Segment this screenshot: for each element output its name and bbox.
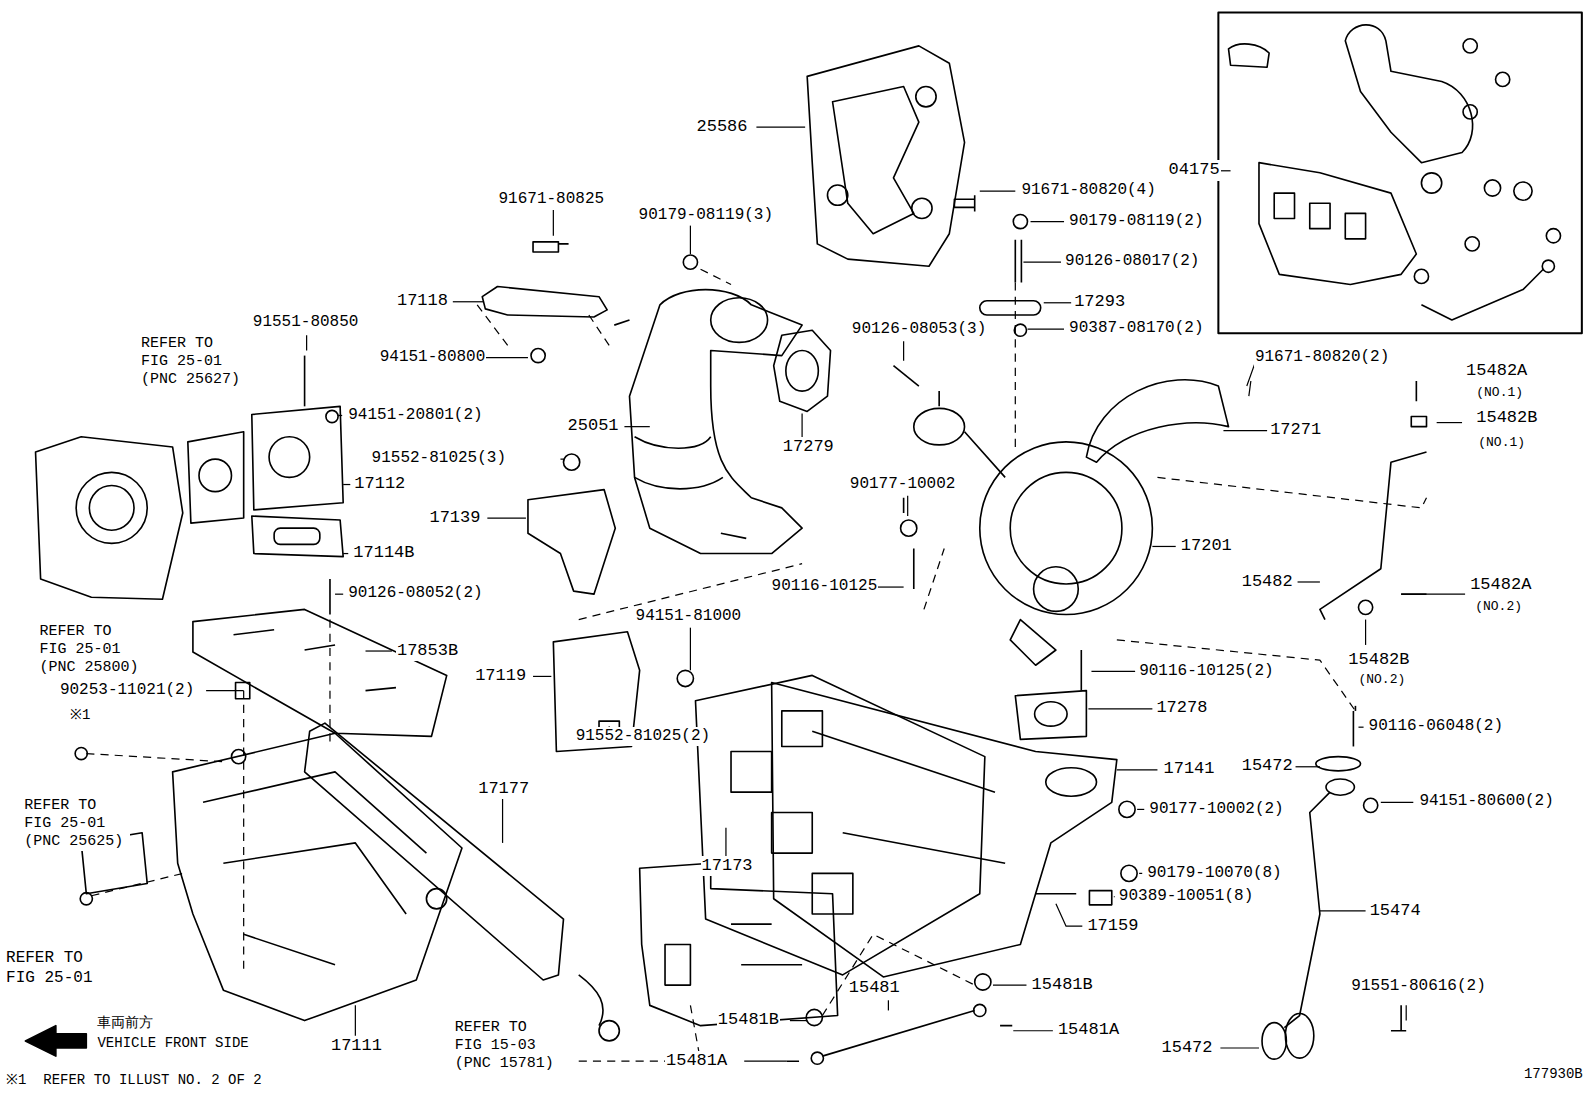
callout-label: 04175 [1168,160,1221,180]
callout-label: 91552-81025(3) [371,449,507,468]
callout-label: REFER TO FIG 15-03 (PNC 15781) [454,1019,560,1073]
callout-label: 17112 [353,474,406,494]
callout-label: (NO.1) [1477,435,1526,451]
callout-label: 90253-11021(2) [59,681,195,700]
callout-label: 90179-08119(2) [1068,212,1204,231]
callout-label: ※1 [69,707,91,724]
callout-label: 91551-80850 [252,313,360,332]
callout-label: 94151-80800 [379,348,487,367]
callout-label: REFER TO FIG 25-01 [5,949,101,987]
callout-label: 15472 [1241,756,1294,776]
callout-label: 91671-80825 [498,190,606,209]
callout-label: 25586 [695,117,748,137]
callout-label: 94151-20801(2) [347,406,483,425]
callout-label: 15481A [665,1051,728,1071]
callout-label: 90116-06048(2) [1368,717,1504,736]
callout-label: 91551-80616(2) [1350,977,1486,996]
callout-label: 15482 [1241,572,1294,592]
callout-label: 車両前方 [96,1015,154,1032]
callout-label: 177930B [1523,1066,1584,1083]
callout-label: 90116-10125 [771,577,879,596]
callout-label: 15481A [1057,1020,1120,1040]
callout-label: 15482A [1465,361,1528,381]
callout-label: 17177 [477,779,530,799]
callout-label: 17159 [1086,916,1139,936]
callout-label: 90126-08052(2) [347,584,483,603]
callout-label: 15474 [1369,901,1422,921]
callout-label: 90177-10002 [849,475,957,494]
callout-label: 94151-80600(2) [1418,792,1554,811]
callout-label: 15481B [1031,975,1094,995]
callout-label: 17279 [782,437,835,457]
callout-label: 91671-80820(2) [1254,348,1390,367]
callout-label: ※1 REFER TO ILLUST NO. 2 OF 2 [5,1072,263,1089]
callout-label: (NO.2) [1357,672,1406,688]
callout-label: 17111 [330,1036,383,1056]
callout-label: 17141 [1163,759,1216,779]
callout-label: 17201 [1180,536,1233,556]
callout-label: 90179-08119(3) [638,206,774,225]
callout-label: VEHICLE FRONT SIDE [96,1035,249,1052]
callout-label: 91671-80820(4) [1020,181,1156,200]
callout-label: 15482B [1347,650,1410,670]
callout-label: 90179-10070(8) [1146,864,1282,883]
callout-label: 17114B [352,543,415,563]
callout-label: 17119 [474,666,527,686]
callout-label: 90389-10051(8) [1118,887,1254,906]
callout-label: 90387-08170(2) [1068,319,1204,338]
callout-label: 15482A [1469,575,1532,595]
callout-label: 17173 [701,856,754,876]
callout-label: 17139 [428,508,481,528]
callout-label: 25051 [567,416,620,436]
callout-label: 90116-10125(2) [1138,662,1274,681]
callout-label: 17271 [1269,420,1322,440]
callout-label: (NO.2) [1474,599,1523,615]
callout-label: 17293 [1073,292,1126,312]
callout-label: 17853B [396,641,459,661]
callout-label: (NO.1) [1475,385,1524,401]
callout-label: 15481B [717,1010,780,1030]
callout-label: 90177-10002(2) [1148,800,1284,819]
callout-label: 15482B [1475,408,1538,428]
callout-label: 15481 [848,978,901,998]
callout-label: REFER TO FIG 25-01 (PNC 25627) [140,335,246,389]
callout-label: 90126-08053(3) [851,320,987,339]
callout-label: 91552-81025(2) [575,727,711,746]
callout-label: 17118 [396,291,449,311]
callout-label: REFER TO FIG 25-01 (PNC 25625) [23,797,129,851]
callout-label: 15472 [1160,1038,1213,1058]
callout-label: 90126-08017(2) [1064,252,1200,271]
callout-label: 94151-81000 [635,607,743,626]
callout-label: 17278 [1155,698,1208,718]
callout-label: REFER TO FIG 25-01 (PNC 25800) [39,623,145,677]
